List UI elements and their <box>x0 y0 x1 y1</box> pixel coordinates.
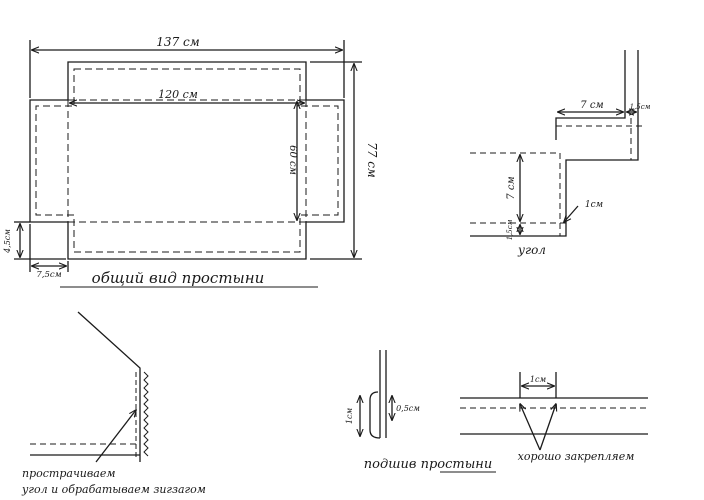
inner-height-label: 60 см <box>287 145 298 175</box>
corner-detail <box>470 50 646 237</box>
corner-side-label: 7 см <box>506 176 517 199</box>
fix-pointer-left <box>520 404 541 451</box>
fix-detail <box>460 372 648 451</box>
height-label: 77 см <box>365 142 379 178</box>
hem-outer-label: 1см <box>345 408 354 425</box>
hem-caption: подшив простыни <box>364 457 492 472</box>
hem-detail <box>360 350 496 473</box>
corner-caption: угол <box>517 243 546 257</box>
fix-width-label: 1см <box>530 375 547 384</box>
overview-caption: общий вид простыни <box>92 269 265 287</box>
zigzag-stitch <box>143 371 149 457</box>
corner-small-label: 1,5см <box>506 219 514 240</box>
fix-caption: хорошо закрепляем <box>518 450 635 463</box>
notch-h-label: 4,5см <box>3 229 12 254</box>
sheet-overview <box>14 40 362 288</box>
fix-pointer-right <box>539 404 556 451</box>
width-label: 137 см <box>156 35 199 49</box>
hem-fold <box>369 391 381 439</box>
seam-pointer <box>564 205 579 222</box>
stitch-caption-line1: прострачиваем <box>22 467 115 480</box>
inner-width-label: 120 см <box>158 88 198 101</box>
corner-top-label: 7 см <box>580 100 603 111</box>
seam-label: 1см <box>585 200 603 210</box>
hem-inner-label: 0,5см <box>396 404 420 413</box>
stitch-caption-line2: угол и обрабатываем зигзагом <box>21 483 206 496</box>
stitch-detail <box>30 311 149 463</box>
corner-edge-label: 1,5см <box>630 103 651 111</box>
notch-w-label: 7,5см <box>36 270 61 280</box>
stitch-pointer <box>95 410 136 463</box>
